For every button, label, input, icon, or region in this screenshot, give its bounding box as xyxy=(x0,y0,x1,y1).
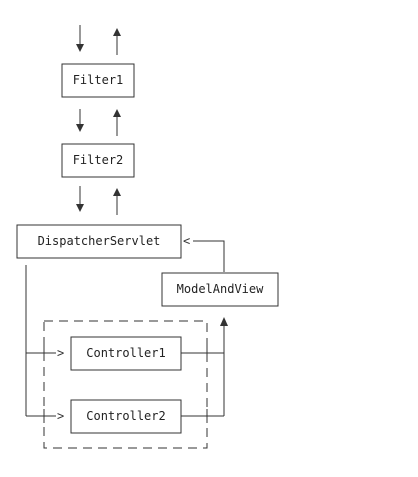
right-arrow-glyph: > xyxy=(57,346,64,360)
filter1-to-filter2-arrow xyxy=(76,109,84,132)
dispatcher-servlet-node: DispatcherServlet xyxy=(16,224,182,259)
controller-group-frame xyxy=(43,320,208,449)
up-arrow-to-modelandview xyxy=(220,317,228,326)
right-arrow-glyph: > xyxy=(57,409,64,423)
left-arrow-glyph: < xyxy=(183,234,190,248)
modelandview-to-dispatcher-arrow: < xyxy=(183,234,225,272)
controller1-label: Controller1 xyxy=(86,346,165,360)
dispatcher-to-filter2-arrow xyxy=(113,188,121,215)
dispatcher-servlet-label: DispatcherServlet xyxy=(38,234,161,248)
top-response-arrow xyxy=(113,28,121,55)
controller2-node: Controller2 xyxy=(70,399,182,434)
filter1-label: Filter1 xyxy=(73,73,124,87)
controller2-label: Controller2 xyxy=(86,409,165,423)
dispatch-to-controller1-arrow: > xyxy=(26,346,64,360)
modelandview-label: ModelAndView xyxy=(177,282,264,296)
controllers-to-modelandview-return xyxy=(181,317,228,423)
filter2-to-filter1-arrow xyxy=(113,109,121,136)
filter2-to-dispatcher-arrow xyxy=(76,186,84,212)
filter2-label: Filter2 xyxy=(73,153,124,167)
filter1-node: Filter1 xyxy=(61,63,135,98)
filter2-node: Filter2 xyxy=(61,143,135,178)
modelandview-node: ModelAndView xyxy=(161,272,279,307)
top-request-arrow xyxy=(76,25,84,52)
dispatch-to-controller2-arrow: > xyxy=(26,409,64,423)
controller1-node: Controller1 xyxy=(70,336,182,371)
